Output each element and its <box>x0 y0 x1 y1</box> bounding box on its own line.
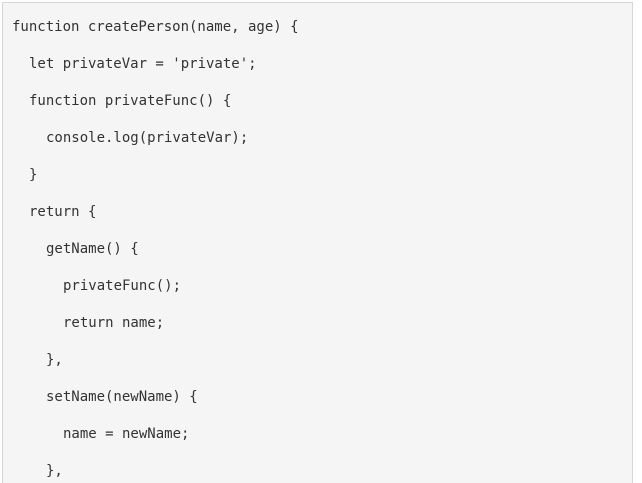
code-line: }, <box>46 352 63 368</box>
code-lines[interactable]: function createPerson(name, age) { let pr… <box>3 3 632 483</box>
code-line: } <box>29 167 38 183</box>
code-line: name = newName; <box>63 426 190 442</box>
code-line: console.log(privateVar); <box>46 130 249 146</box>
code-block: function createPerson(name, age) { let pr… <box>2 2 633 483</box>
code-line: setName(newName) { <box>46 389 198 405</box>
code-line: function createPerson(name, age) { <box>12 19 299 35</box>
code-line: return { <box>29 204 97 220</box>
code-scroll-region[interactable]: function createPerson(name, age) { let pr… <box>3 3 632 483</box>
code-line: return name; <box>63 315 165 331</box>
code-line: let privateVar = 'private'; <box>29 56 257 72</box>
code-line: getName() { <box>46 241 139 257</box>
code-line: privateFunc(); <box>63 278 182 294</box>
code-line: }, <box>46 463 63 479</box>
code-line: function privateFunc() { <box>29 93 232 109</box>
